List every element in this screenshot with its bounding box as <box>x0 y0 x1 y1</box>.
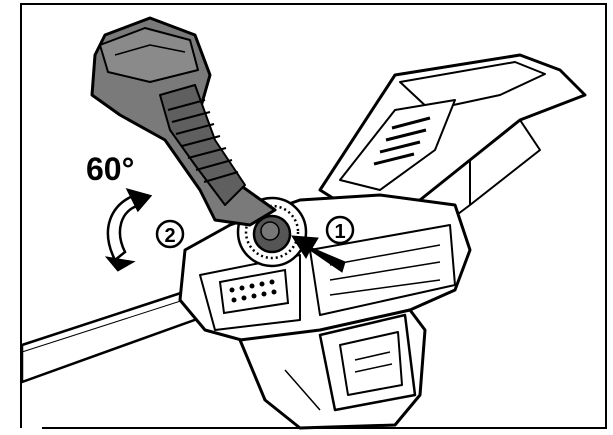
step-2-badge: 2 <box>155 219 185 249</box>
rotate-arrow <box>104 188 153 272</box>
vent-grille <box>218 268 290 315</box>
rear-housing <box>318 53 587 236</box>
frame-left-rule <box>20 3 22 428</box>
step-1-number: 1 <box>334 221 345 243</box>
press-arrow <box>291 235 346 273</box>
angle-label: 60° <box>86 151 134 187</box>
release-button <box>252 214 292 254</box>
step-2-number: 2 <box>164 225 175 247</box>
shaft-tube <box>20 288 202 384</box>
step-1-badge: 1 <box>325 215 355 245</box>
handle-grip <box>90 16 277 227</box>
frame-right-rule <box>605 3 607 428</box>
battery-housing <box>238 308 427 430</box>
frame-top-rule <box>20 3 607 5</box>
